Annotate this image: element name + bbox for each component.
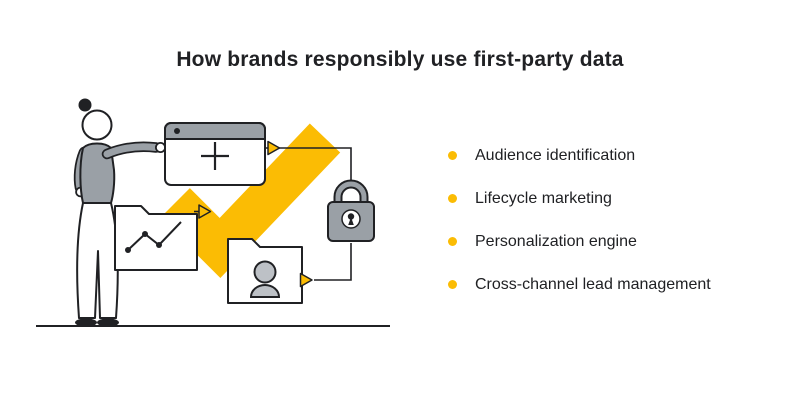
bullet-icon (448, 280, 457, 289)
bullet-icon (448, 194, 457, 203)
flow-arrow-icon (198, 204, 212, 219)
list-item: Lifecycle marketing (448, 189, 711, 208)
analytics-folder-icon (114, 205, 198, 271)
user-profile-folder-icon (227, 238, 303, 304)
list-item-label: Lifecycle marketing (475, 190, 612, 207)
page-title: How brands responsibly use first-party d… (176, 48, 624, 72)
hair-bun (78, 98, 92, 112)
woman-figure (73, 98, 167, 327)
bullet-icon (448, 151, 457, 160)
flow-arrow-icon (299, 272, 313, 288)
browser-window-icon (164, 122, 266, 186)
flow-arrow-icon (267, 140, 281, 156)
benefits-list: Audience identification Lifecycle market… (448, 146, 711, 294)
first-party-data-illustration (36, 98, 390, 327)
bullet-icon (448, 237, 457, 246)
list-item: Audience identification (448, 146, 711, 165)
list-item: Cross-channel lead management (448, 275, 711, 294)
list-item: Personalization engine (448, 232, 711, 251)
list-item-label: Personalization engine (475, 233, 637, 250)
list-item-label: Audience identification (475, 147, 636, 164)
padlock-icon (327, 179, 375, 242)
plus-icon (201, 142, 229, 170)
list-item-label: Cross-channel lead management (475, 276, 711, 293)
